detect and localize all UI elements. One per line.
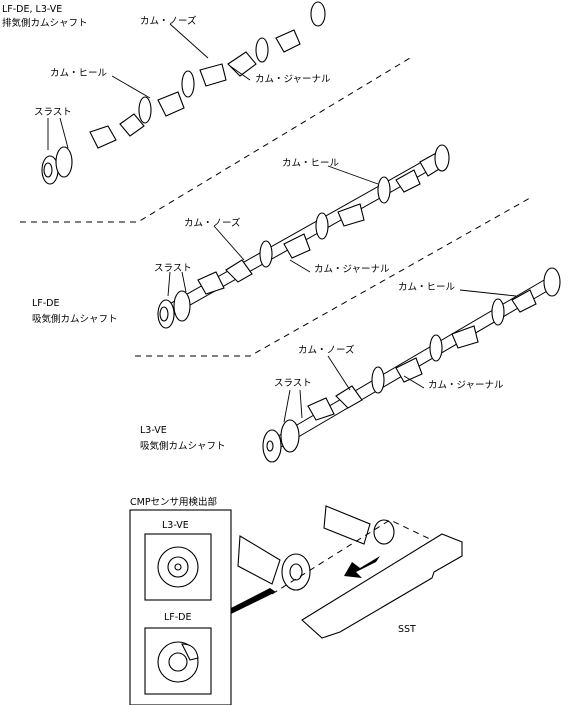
- l3ve-cam-nose-label: カム・ノーズ: [298, 345, 355, 356]
- cmp-detail-title: CMPセンサ用検出部: [130, 497, 218, 508]
- exhaust-camshaft: [41, 1, 326, 185]
- cmp-panel-lfde-label: LF-DE: [164, 612, 192, 623]
- l3ve-cam-title-line1: L3-VE: [140, 425, 167, 436]
- l3ve-cam-thrust-label: スラスト: [274, 378, 312, 389]
- exhaust-cam-nose-label: カム・ノーズ: [140, 16, 197, 27]
- lfde-cam-title-line2: 吸気側カムシャフト: [32, 314, 118, 325]
- l3ve-cam-journal-label: カム・ジャーナル: [428, 380, 504, 391]
- lfde-cam-journal-label: カム・ジャーナル: [314, 264, 390, 275]
- exhaust-cam-thrust-label: スラスト: [34, 107, 72, 118]
- lfde-intake-camshaft: [157, 144, 450, 329]
- exhaust-cam-journal-label: カム・ジャーナル: [255, 74, 331, 85]
- cmp-detail-figure: [129, 505, 463, 705]
- l3ve-cam-title-line2: 吸気側カムシャフト: [140, 441, 226, 452]
- cmp-panel-l3ve-label: L3-VE: [162, 520, 189, 531]
- l3ve-cam-heel-label: カム・ヒール: [398, 282, 456, 293]
- exhaust-cam-heel-label: カム・ヒール: [50, 68, 108, 79]
- lfde-cam-heel-label: カム・ヒール: [282, 158, 340, 169]
- exhaust-cam-title-line2: 排気側カムシャフト: [2, 18, 88, 29]
- lfde-cam-nose-label: カム・ノーズ: [184, 218, 241, 229]
- separator-2: [135, 197, 531, 357]
- l3ve-intake-camshaft: [262, 267, 561, 463]
- leader-lines: [47, 23, 517, 423]
- lfde-cam-thrust-label: スラスト: [154, 263, 192, 274]
- exhaust-cam-title-line1: LF-DE, L3-VE: [2, 4, 63, 15]
- lfde-cam-title-line1: LF-DE: [32, 298, 60, 309]
- sst-label: SST: [398, 624, 416, 635]
